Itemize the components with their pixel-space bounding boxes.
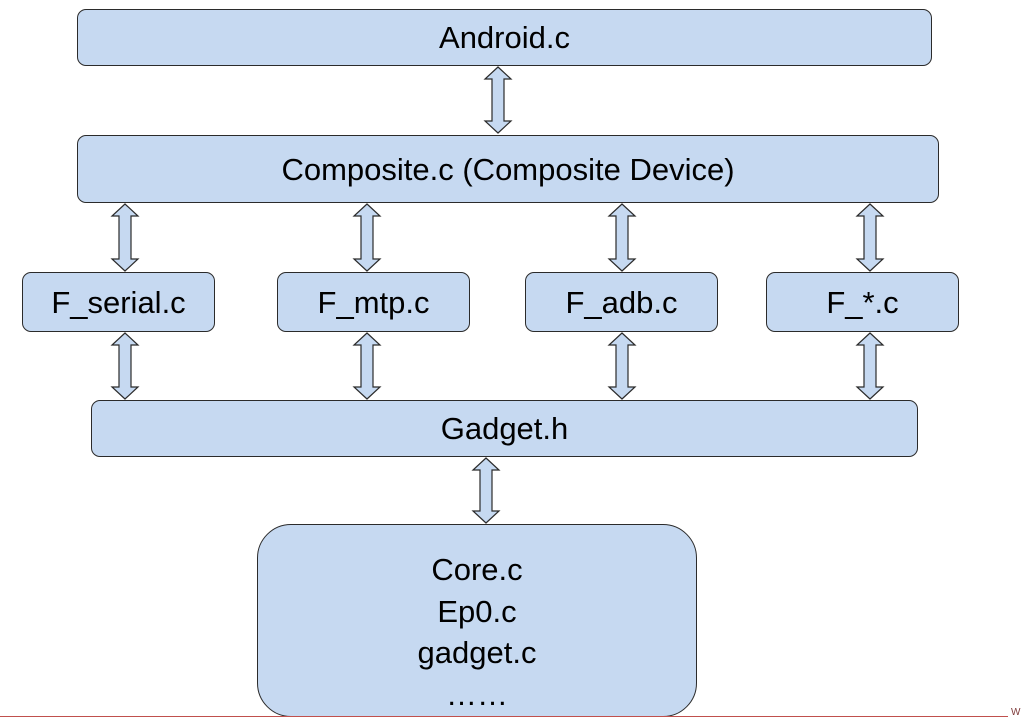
arrow-composite-star bbox=[855, 203, 885, 272]
gadget-h-box: Gadget.h bbox=[91, 400, 918, 457]
f-serial-box: F_serial.c bbox=[22, 272, 215, 332]
footer-divider-line bbox=[0, 716, 1008, 717]
arrow-gadget-core bbox=[471, 457, 501, 524]
f-mtp-label: F_mtp.c bbox=[317, 284, 430, 320]
android-c-box: Android.c bbox=[77, 9, 932, 66]
f-adb-label: F_adb.c bbox=[565, 284, 678, 320]
android-c-label: Android.c bbox=[439, 20, 570, 55]
f-mtp-box: F_mtp.c bbox=[277, 272, 470, 332]
arrow-composite-adb bbox=[607, 203, 637, 272]
composite-c-box: Composite.c (Composite Device) bbox=[77, 135, 939, 203]
core-c-label: Core.c bbox=[431, 552, 523, 587]
ep0-c-label: Ep0.c bbox=[437, 593, 517, 629]
arrow-android-composite bbox=[483, 66, 513, 134]
arrow-composite-mtp bbox=[352, 203, 382, 272]
corner-mark: W bbox=[1011, 707, 1021, 718]
arrow-mtp-gadget bbox=[352, 332, 382, 400]
arrow-composite-serial bbox=[110, 203, 140, 272]
gadget-c-label: gadget.c bbox=[417, 635, 537, 670]
arrow-serial-gadget bbox=[110, 332, 140, 400]
ellipsis-label: …… bbox=[446, 676, 508, 712]
f-adb-box: F_adb.c bbox=[525, 272, 718, 332]
f-serial-label: F_serial.c bbox=[51, 284, 186, 320]
composite-c-label: Composite.c (Composite Device) bbox=[281, 151, 735, 187]
gadget-h-label: Gadget.h bbox=[440, 411, 569, 446]
f-star-label: F_*.c bbox=[826, 284, 899, 320]
core-files-box: Core.c Ep0.c gadget.c …… bbox=[257, 524, 697, 717]
arrow-adb-gadget bbox=[607, 332, 637, 400]
arrow-star-gadget bbox=[855, 332, 885, 400]
f-star-box: F_*.c bbox=[766, 272, 959, 332]
